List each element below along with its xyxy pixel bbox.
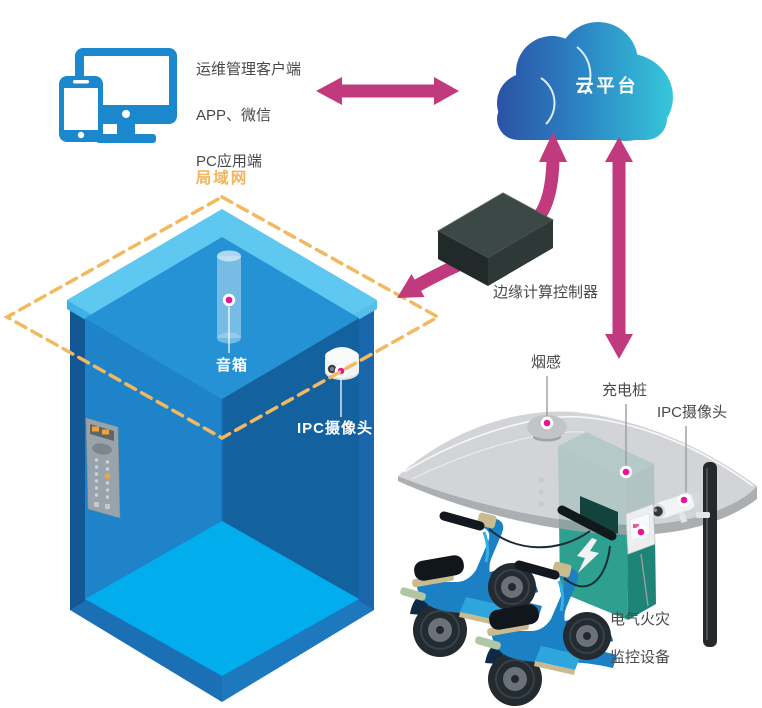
pile-cable-slot	[557, 505, 617, 541]
cloud-icon	[497, 22, 673, 141]
lan-boundary	[3, 194, 442, 441]
lightning-bolt-icon	[577, 538, 599, 573]
charging-cable	[563, 545, 611, 588]
controller-box-icon	[436, 192, 555, 286]
fire-monitor-status-dot	[634, 525, 648, 539]
client-cloud-arrow	[316, 77, 459, 105]
ops-client-text: 运维管理客户端 APP、微信 PC应用端	[196, 58, 301, 173]
station-camera-label: IPC摄像头	[657, 404, 728, 421]
elevator-right-wall	[222, 318, 359, 599]
cloud-station-arrow	[605, 137, 633, 359]
elevator-camera-label: IPC摄像头	[297, 420, 374, 437]
fire-monitor-label: 电气火灾 监控设备	[610, 610, 670, 667]
elevator-left-wall	[85, 318, 222, 599]
charging-cable	[488, 528, 591, 549]
fire-monitor-label-line1: 电气火灾	[610, 611, 671, 628]
speaker-label: 音箱	[215, 357, 248, 374]
lan-label: 局域网	[195, 170, 249, 187]
smoke-status-dot	[540, 416, 554, 430]
charging-pile-label: 充电桩	[602, 382, 648, 399]
charging-station	[398, 376, 757, 706]
ops-client-line1: 运维管理客户端	[196, 61, 302, 78]
smoke-sensor-label: 烟感	[531, 354, 562, 371]
ops-client-line2: APP、微信	[196, 107, 272, 124]
elevator-control-panel	[85, 417, 121, 519]
cloud-label: 云平台	[575, 76, 639, 96]
fire-monitor-label-line2: 监控设备	[610, 649, 671, 666]
pile-status-dot	[619, 465, 633, 479]
elevator-floor	[85, 521, 359, 676]
edge-controller-label: 边缘计算控制器	[493, 284, 599, 301]
elevator-illustration	[67, 209, 377, 702]
pile-screen	[580, 496, 618, 534]
ops-client-line3: PC应用端	[196, 153, 262, 170]
devices-icon	[59, 48, 177, 143]
camera-pole	[703, 462, 717, 647]
speaker-status-dot	[222, 293, 236, 307]
station-camera-status-dot	[677, 493, 691, 507]
fire-monitor-leader-line	[640, 553, 649, 607]
